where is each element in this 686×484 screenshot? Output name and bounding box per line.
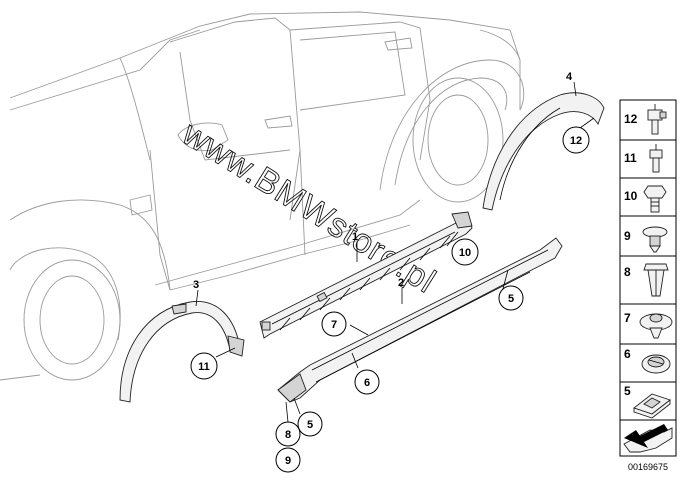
svg-text:12: 12 xyxy=(624,112,638,126)
svg-text:9: 9 xyxy=(624,229,631,243)
callout-10: 10 xyxy=(451,238,479,266)
callout-6: 6 xyxy=(354,369,380,395)
part-1-sill-support-bracket xyxy=(259,211,473,339)
svg-text:4: 4 xyxy=(566,71,573,83)
svg-text:6: 6 xyxy=(364,377,370,389)
svg-text:1: 1 xyxy=(352,231,358,243)
svg-text:3: 3 xyxy=(193,279,199,291)
fastener-cell-7: 7 xyxy=(619,303,677,345)
part-4-rear-wheel-arch-trim xyxy=(482,92,605,211)
svg-text:12: 12 xyxy=(570,135,582,147)
fastener-cell-12: 12 xyxy=(619,99,677,141)
callout-5-lower: 5 xyxy=(297,411,323,437)
callout-4: 4 xyxy=(566,71,573,83)
hex-bolt-icon xyxy=(643,185,667,213)
callout-12: 12 xyxy=(562,126,590,154)
callout-1: 1 xyxy=(352,231,358,243)
part-3-front-wheel-arch-trim xyxy=(119,301,245,403)
svg-text:8: 8 xyxy=(285,429,291,441)
callout-11: 11 xyxy=(190,352,218,380)
svg-text:7: 7 xyxy=(624,311,631,325)
svg-text:2: 2 xyxy=(398,277,404,289)
callout-2: 2 xyxy=(398,277,404,289)
svg-text:8: 8 xyxy=(624,265,631,279)
round-clip-icon xyxy=(641,354,671,374)
fastener-cell-10: 10 xyxy=(619,177,677,217)
fastener-cell-11: 11 xyxy=(619,139,677,179)
callout-8: 8 xyxy=(275,421,301,447)
fastener-cell-8: 8 xyxy=(619,255,677,305)
document-number: 00169675 xyxy=(628,462,668,472)
svg-text:11: 11 xyxy=(198,361,210,373)
fastener-cell-6: 6 xyxy=(619,343,677,383)
svg-text:5: 5 xyxy=(307,419,313,431)
svg-text:10: 10 xyxy=(624,189,638,203)
svg-text:9: 9 xyxy=(285,455,291,467)
part-2-side-sill-panel xyxy=(277,237,563,403)
callout-7: 7 xyxy=(321,311,347,337)
fastener-cell-5: 5 xyxy=(619,381,677,421)
svg-text:10: 10 xyxy=(459,247,471,259)
callout-5-right: 5 xyxy=(498,285,524,311)
push-clip-icon xyxy=(639,313,673,339)
fastener-cell-9: 9 xyxy=(619,215,677,257)
callout-3: 3 xyxy=(193,279,199,291)
blind-rivet-icon xyxy=(647,104,667,135)
callout-9: 9 xyxy=(275,447,301,473)
svg-text:5: 5 xyxy=(508,293,514,305)
car-outline-sketch xyxy=(0,11,525,381)
arrow-parts-icon xyxy=(623,424,673,453)
spreader-nut-icon xyxy=(643,263,669,297)
fastener-cell-arrow xyxy=(619,419,677,457)
watermark-text: www.BMWstore.pl xyxy=(175,114,443,301)
clip-holder-icon xyxy=(633,393,671,419)
svg-text:11: 11 xyxy=(624,151,637,165)
blind-rivet-small-icon xyxy=(649,144,663,173)
expanding-rivet-icon xyxy=(642,226,668,253)
svg-text:6: 6 xyxy=(624,347,631,361)
fastener-column: 12 11 10 xyxy=(619,99,677,472)
svg-text:5: 5 xyxy=(624,384,631,398)
svg-text:7: 7 xyxy=(331,319,337,331)
